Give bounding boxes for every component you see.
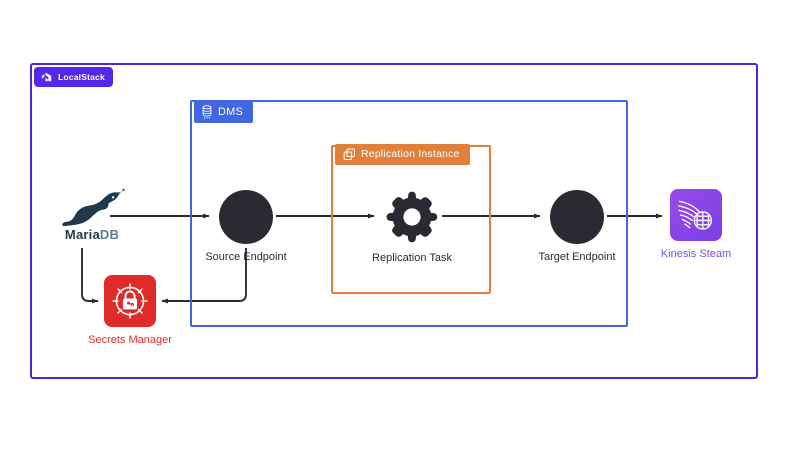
gear-icon [384,189,440,245]
node-kinesis-stream-label: Kinesis Steam [660,248,732,260]
node-secrets-manager[interactable]: Secrets Manager [88,275,172,346]
padlock-crosshair-icon [104,275,156,327]
filled-circle-icon [550,190,604,244]
node-replication-task-label: Replication Task [372,252,452,264]
mariadb-seal-logo-icon: MariaDB [56,188,128,242]
node-target-endpoint-label: Target Endpoint [538,251,616,263]
localstack-logo-icon [40,71,53,84]
badge-localstack: LocalStack [34,67,113,87]
database-icon [201,105,213,119]
badge-dms-label: DMS [218,105,244,118]
badge-replication-instance-label: Replication Instance [361,148,460,161]
badge-replication-instance: Replication Instance [335,144,470,165]
copy-layers-icon [343,148,356,161]
container-localstack [30,63,758,379]
node-secrets-manager-label: Secrets Manager [88,334,172,346]
mariadb-wordmark-part2: DB [99,227,120,242]
badge-localstack-label: LocalStack [58,71,105,82]
mariadb-wordmark-part1: Maria [64,227,100,242]
node-mariadb[interactable]: MariaDB [47,188,137,242]
node-kinesis-stream[interactable]: Kinesis Steam [661,189,731,260]
node-source-endpoint[interactable]: Source Endpoint [205,190,287,263]
node-source-endpoint-label: Source Endpoint [205,251,287,263]
mariadb-wordmark: MariaDB [65,227,119,242]
connector-source-to-secrets [161,248,247,304]
connector-mariadb-to-secrets [81,248,99,304]
filled-circle-icon [219,190,273,244]
container-dms [190,100,628,327]
node-target-endpoint[interactable]: Target Endpoint [538,190,616,263]
kinesis-stream-icon [670,189,722,241]
node-replication-task[interactable]: Replication Task [372,189,452,264]
badge-dms: DMS [194,101,254,123]
